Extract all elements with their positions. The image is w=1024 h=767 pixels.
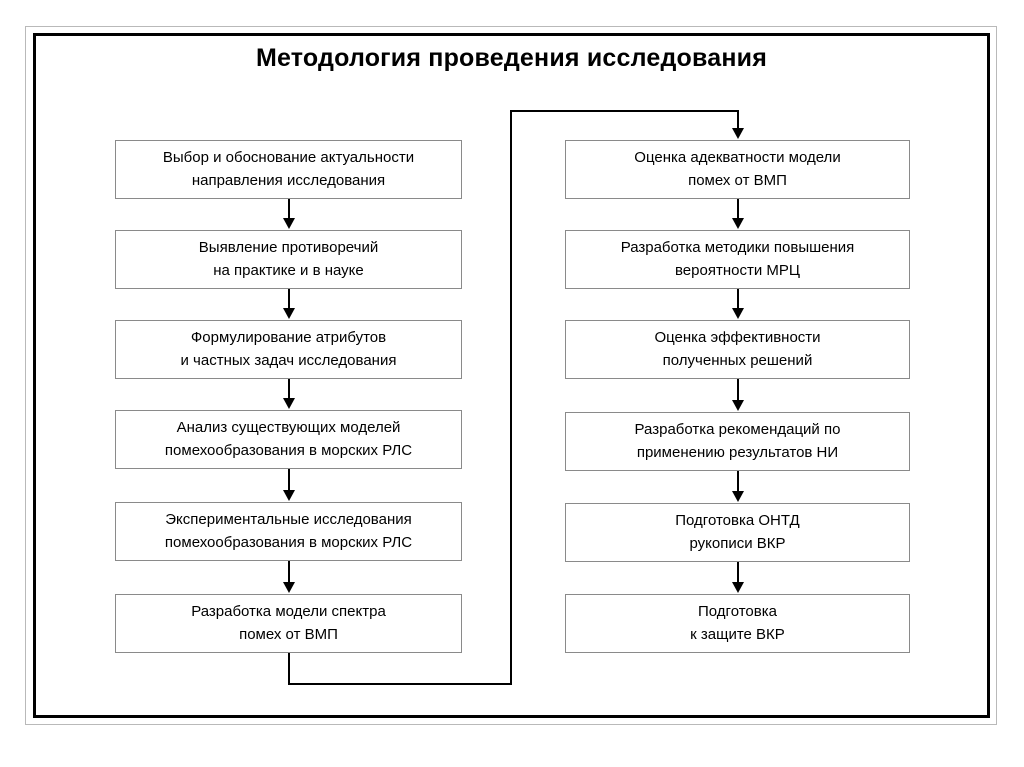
arrowhead-l2-l3-icon — [283, 308, 295, 319]
flow-node-r3[interactable]: Оценка эффективности полученных решений — [565, 320, 910, 379]
flow-node-l3-line1: Формулирование атрибутов — [190, 329, 387, 346]
arrowhead-l6-r1-icon — [732, 128, 744, 139]
flow-node-l5-line1: Экспериментальные исследования — [165, 511, 412, 528]
connector-l1-l2 — [288, 199, 290, 220]
connector-l4-l5 — [288, 469, 290, 492]
connector-r3-r4 — [737, 379, 739, 402]
arrowhead-l3-l4-icon — [283, 398, 295, 409]
flow-node-r4-line1: Разработка рекомендаций по — [634, 421, 841, 438]
connector-r1-r2 — [737, 199, 739, 220]
flow-node-r4-text: Разработка рекомендаций по применению ре… — [635, 419, 841, 464]
flow-node-l5-line2: помехообразования в морских РЛС — [164, 533, 413, 551]
flow-node-r5-line1: Подготовка ОНТД — [675, 512, 800, 529]
connector-r2-r3 — [737, 289, 739, 310]
flow-node-l4[interactable]: Анализ существующих моделей помехообразо… — [115, 410, 462, 469]
flow-node-r1-line1: Оценка адекватности модели — [634, 149, 841, 166]
connector-l3-l4 — [288, 379, 290, 400]
flow-node-l3-line2: и частных задач исследования — [180, 351, 397, 369]
flow-node-l1[interactable]: Выбор и обоснование актуальности направл… — [115, 140, 462, 199]
flow-node-l6-text: Разработка модели спектра помех от ВМП — [191, 601, 386, 646]
connector-l6-r1-segment-down-to-r1 — [737, 110, 739, 131]
flow-node-r5[interactable]: Подготовка ОНТД рукописи ВКР — [565, 503, 910, 562]
arrowhead-r5-r6-icon — [732, 582, 744, 593]
flow-node-l3[interactable]: Формулирование атрибутов и частных задач… — [115, 320, 462, 379]
arrowhead-l4-l5-icon — [283, 490, 295, 501]
flow-node-r2[interactable]: Разработка методики повышения вероятност… — [565, 230, 910, 289]
flow-node-l6[interactable]: Разработка модели спектра помех от ВМП — [115, 594, 462, 653]
flow-node-l6-line2: помех от ВМП — [239, 625, 338, 643]
flow-node-l5[interactable]: Экспериментальные исследования помехообр… — [115, 502, 462, 561]
connector-r4-r5 — [737, 471, 739, 493]
flow-node-l4-line2: помехообразования в морских РЛС — [164, 441, 413, 459]
flow-node-r2-line2: вероятности МРЦ — [675, 261, 800, 279]
slide-outer-border — [25, 26, 997, 725]
flow-node-r1-line2: помех от ВМП — [688, 171, 787, 189]
flow-node-r4-line2: применению результатов НИ — [636, 443, 839, 461]
flow-node-r3-line1: Оценка эффективности — [654, 329, 821, 346]
flow-node-r6-text: Подготовка к защите ВКР — [690, 601, 785, 646]
connector-l6-r1-segment-right-bottom — [288, 683, 512, 685]
flow-node-r1-text: Оценка адекватности модели помех от ВМП — [634, 147, 840, 192]
flow-node-r3-line2: полученных решений — [662, 351, 813, 369]
flow-node-l2-text: Выявление противоречий на практике и в н… — [199, 237, 378, 282]
connector-l6-r1-segment-down — [288, 653, 290, 685]
flow-node-r2-line1: Разработка методики повышения — [620, 239, 855, 256]
flow-node-l2-line2: на практике и в науке — [213, 261, 364, 279]
flow-node-r6[interactable]: Подготовка к защите ВКР — [565, 594, 910, 653]
arrowhead-l1-l2-icon — [283, 218, 295, 229]
flow-node-r6-line1: Подготовка — [698, 603, 777, 620]
flow-node-l5-text: Экспериментальные исследования помехообр… — [165, 509, 412, 554]
flow-node-l3-text: Формулирование атрибутов и частных задач… — [181, 327, 397, 372]
flow-node-r5-line2: рукописи ВКР — [689, 534, 786, 552]
arrowhead-r2-r3-icon — [732, 308, 744, 319]
connector-l5-l6 — [288, 561, 290, 584]
flow-node-l1-text: Выбор и обоснование актуальности направл… — [163, 147, 414, 192]
connector-l6-r1-segment-right-top — [510, 110, 739, 112]
flow-node-l4-text: Анализ существующих моделей помехообразо… — [165, 417, 412, 462]
flow-node-r1[interactable]: Оценка адекватности модели помех от ВМП — [565, 140, 910, 199]
flow-node-l4-line1: Анализ существующих моделей — [176, 419, 401, 436]
flow-node-l1-line1: Выбор и обоснование актуальности — [162, 149, 415, 166]
page-title: Методология проведения исследования — [255, 44, 768, 72]
flow-node-r6-line2: к защите ВКР — [690, 625, 785, 643]
flow-node-r5-text: Подготовка ОНТД рукописи ВКР — [675, 510, 799, 555]
connector-l6-r1-segment-up — [510, 110, 512, 685]
connector-l2-l3 — [288, 289, 290, 310]
arrowhead-r4-r5-icon — [732, 491, 744, 502]
flow-node-r3-text: Оценка эффективности полученных решений — [654, 327, 820, 372]
connector-r5-r6 — [737, 562, 739, 584]
flow-node-r2-text: Разработка методики повышения вероятност… — [621, 237, 855, 282]
arrowhead-l5-l6-icon — [283, 582, 295, 593]
flow-node-l2-line1: Выявление противоречий — [198, 239, 379, 256]
flow-node-r4[interactable]: Разработка рекомендаций по применению ре… — [565, 412, 910, 471]
flow-node-l1-line2: направления исследования — [191, 171, 386, 189]
flow-node-l2[interactable]: Выявление противоречий на практике и в н… — [115, 230, 462, 289]
arrowhead-r3-r4-icon — [732, 400, 744, 411]
arrowhead-r1-r2-icon — [732, 218, 744, 229]
flow-node-l6-line1: Разработка модели спектра — [191, 603, 386, 620]
